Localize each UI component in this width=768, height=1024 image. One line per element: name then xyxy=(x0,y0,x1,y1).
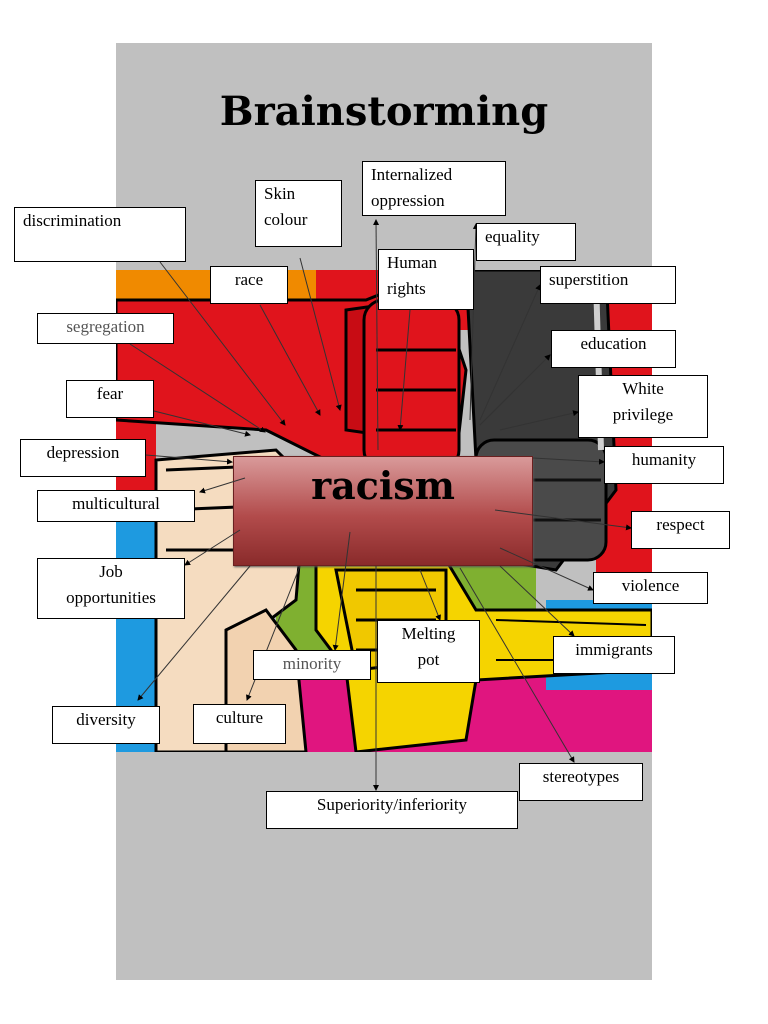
label-depression: depression xyxy=(20,439,146,477)
label-melting-pot: Melting pot xyxy=(377,620,480,683)
label-stereotypes: stereotypes xyxy=(519,763,643,801)
label-fear: fear xyxy=(66,380,154,418)
label-respect: respect xyxy=(631,511,730,549)
label-multicultural: multicultural xyxy=(37,490,195,522)
label-skin-colour: Skin colour xyxy=(255,180,342,247)
label-internalized-oppression: Internalized oppression xyxy=(362,161,506,216)
label-discrimination: discrimination xyxy=(14,207,186,262)
diagram-title: Brainstorming xyxy=(219,88,549,135)
center-label: racism xyxy=(311,463,455,508)
label-violence: violence xyxy=(593,572,708,604)
label-race: race xyxy=(210,266,288,304)
label-immigrants: immigrants xyxy=(553,636,675,674)
label-human-rights: Human rights xyxy=(378,249,474,310)
label-superstition: superstition xyxy=(540,266,676,304)
label-education: education xyxy=(551,330,676,368)
label-job-opportunities: Job opportunities xyxy=(37,558,185,619)
label-white-privilege: White privilege xyxy=(578,375,708,438)
label-culture: culture xyxy=(193,704,286,744)
label-minority: minority xyxy=(253,650,371,680)
label-equality: equality xyxy=(476,223,576,261)
center-box xyxy=(233,456,533,566)
label-segregation: segregation xyxy=(37,313,174,344)
label-humanity: humanity xyxy=(604,446,724,484)
label-superiority-inferiority: Superiority/inferiority xyxy=(266,791,518,829)
label-diversity: diversity xyxy=(52,706,160,744)
